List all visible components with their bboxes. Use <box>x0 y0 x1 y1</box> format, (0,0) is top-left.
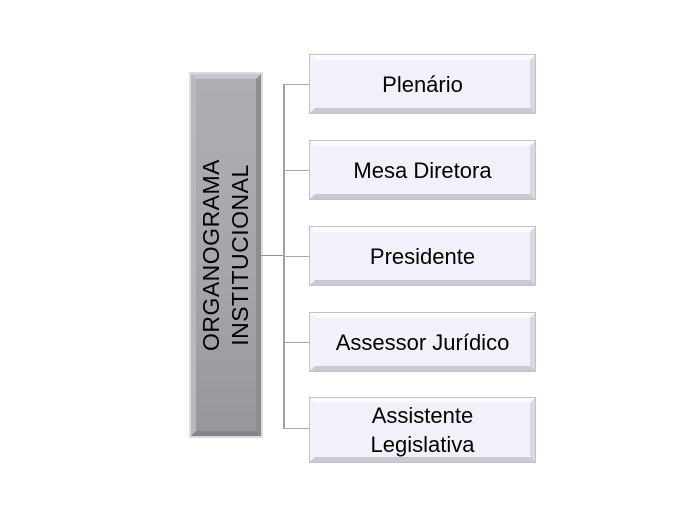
connector-root-link <box>261 254 283 256</box>
chart-title-line-1: ORGANOGRAMA <box>198 158 224 352</box>
connector-branch-3 <box>283 255 310 257</box>
org-node-label: Mesa Diretora <box>353 157 492 183</box>
connector-branch-2 <box>283 169 310 171</box>
chart-title-line-2: INSTITUCIONAL <box>227 164 253 346</box>
connector-branch-5 <box>283 427 310 429</box>
org-node-assessor-juridico: Assessor Jurídico <box>309 312 536 372</box>
chart-title-bar: ORGANOGRAMA INSTITUCIONAL <box>189 72 263 438</box>
org-node-label: Presidente <box>369 243 476 269</box>
connector-branch-4 <box>283 341 310 343</box>
org-node-label: Plenário <box>382 71 463 97</box>
org-node-label: Assistente Legislativa <box>370 403 475 457</box>
org-node-assistente-legislativa: Assistente Legislativa <box>309 397 536 463</box>
org-node-presidente: Presidente <box>309 226 536 286</box>
chart-title: ORGANOGRAMA INSTITUCIONAL <box>197 79 255 431</box>
org-node-mesa-diretora: Mesa Diretora <box>309 140 536 200</box>
org-node-plenario: Plenário <box>309 54 536 114</box>
org-node-label: Assessor Jurídico <box>335 329 510 355</box>
connector-branch-1 <box>283 83 310 85</box>
